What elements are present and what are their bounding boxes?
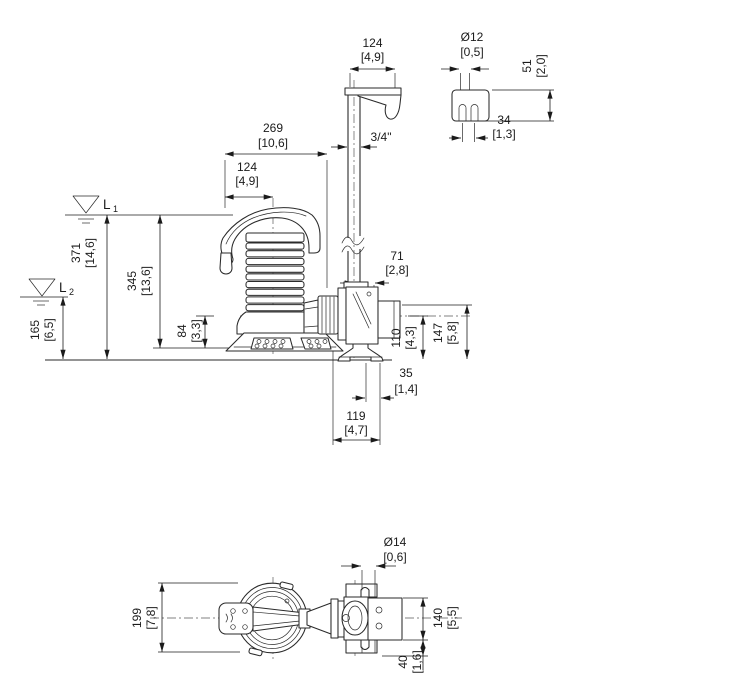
dim-pump-dia-in: [7,8]: [144, 606, 158, 629]
extension-lines-top: [158, 570, 428, 657]
level-l1-label: L: [103, 197, 111, 212]
dim-pump-dia-mm: 199: [130, 608, 144, 628]
dim-bracket-height-in: [5,5]: [445, 606, 459, 629]
dimension-lines-top: [159, 563, 426, 670]
dim-slot-dia-in: [0,5]: [460, 45, 483, 59]
dim-level1-in: [14,6]: [83, 238, 97, 268]
handle-top-view: [218, 602, 311, 635]
dim-foot-offset-in: [1,4]: [394, 382, 417, 396]
dim-valve-height-mm: 147: [431, 323, 445, 343]
pump-lower-housing: [236, 311, 305, 335]
valve-port-outer: [341, 600, 369, 636]
dim-bracket-offset-in: [1,6]: [410, 650, 424, 673]
dim-slot-spacing-in: [1,3]: [492, 127, 515, 141]
dim-clamp-height-mm: 51: [520, 59, 534, 73]
dim-hole-dia-mm: Ø14: [384, 535, 407, 549]
dim-outlet-height-in: [4,3]: [403, 326, 417, 349]
clamp-tab-bottom: [248, 647, 263, 657]
dimension-lines: [60, 66, 553, 443]
clamp-detail: [451, 89, 490, 122]
dim-hole-dia-in: [0,6]: [383, 550, 406, 564]
dim-valve-width-in: [2,8]: [385, 263, 408, 277]
dimension-texts: 124 [4,9] Ø12 [0,5] 51 [2,0] 34 [1,3] 26…: [28, 30, 548, 437]
bracket-hole-bottom: [375, 622, 383, 630]
dim-pump-height-mm: 345: [125, 271, 139, 291]
pump-handle: [219, 207, 321, 275]
valve-outlet: [377, 300, 401, 339]
outlet-neck: [306, 602, 332, 635]
level-l2-label: L: [59, 280, 67, 295]
valve-foot: [337, 343, 384, 362]
discharge-cone: [303, 299, 319, 334]
pump-top-view: [218, 581, 403, 657]
dim-slot-dia-mm: Ø12: [461, 30, 484, 44]
dim-outlet-base-mm: 84: [175, 324, 189, 338]
mounting-bracket: [366, 597, 403, 641]
dim-valve-width-mm: 71: [390, 249, 404, 263]
discharge-pipe: [341, 95, 365, 283]
clamp-tab-top: [279, 581, 294, 591]
dim-pump-height-in: [13,6]: [139, 266, 153, 296]
valve-body: [345, 286, 379, 345]
valve-assembly: [317, 281, 401, 362]
pump-drawing: [219, 87, 490, 362]
pipe-clamp-top: [345, 583, 378, 598]
level-l2-sub: 2: [69, 287, 74, 297]
pump-base: [225, 332, 344, 352]
dim-clamp-height-in: [2,0]: [534, 54, 548, 77]
strainer-plate-left: [250, 337, 294, 350]
flange-plate-1: [330, 598, 339, 639]
dim-handle-center-in: [4,9]: [235, 174, 258, 188]
dim-level2-in: [6,5]: [42, 318, 56, 341]
union-nut: [317, 295, 339, 335]
dim-bracket-width-in: [4,9]: [361, 50, 384, 64]
level-l1-sub: 1: [113, 204, 118, 214]
side-view: L 1 L 2: [20, 30, 554, 445]
dim-bracket-width-mm: 124: [362, 36, 382, 50]
dim-outlet-base-in: [3,3]: [189, 319, 203, 342]
dim-valve-height-in: [5,8]: [445, 321, 459, 344]
dim-level2-mm: 165: [28, 320, 42, 340]
dim-overall-width-mm: 269: [263, 121, 283, 135]
dim-valve-depth-mm: 119: [346, 409, 365, 423]
dim-overall-width-in: [10,6]: [258, 136, 288, 150]
dim-handle-center-mm: 124: [237, 160, 257, 174]
dim-outlet-height-mm: 110: [389, 328, 403, 347]
pipe-break-symbol: [341, 236, 365, 246]
handle-grip-block: [218, 602, 254, 635]
motor-body: [236, 232, 319, 335]
pipe-hook-bracket: [344, 87, 402, 120]
dim-pipe-thread: 3/4": [371, 130, 392, 144]
water-level-l2: L 2: [20, 278, 74, 306]
dim-valve-depth-in: [4,7]: [344, 423, 367, 437]
dim-slot-spacing-mm: 34: [497, 113, 511, 127]
water-level-l1: L 1: [65, 195, 233, 224]
valve-top-view: [306, 583, 403, 654]
dim-level1-mm: 371: [69, 243, 83, 263]
dimension-texts-top: Ø14 [0,6] 199 [7,8] 140 [5,5] 40 [1,6]: [130, 535, 459, 674]
valve-flange: [337, 287, 347, 341]
top-view: Ø14 [0,6] 199 [7,8] 140 [5,5] 40 [1,6]: [130, 535, 462, 674]
bracket-hole-top: [375, 606, 383, 614]
cable-gland: [219, 252, 233, 275]
dim-bracket-height-mm: 140: [431, 608, 445, 628]
dim-foot-offset-mm: 35: [399, 366, 413, 380]
dim-bracket-offset-mm: 40: [396, 655, 410, 669]
pipe-clamp-bottom: [345, 639, 378, 654]
